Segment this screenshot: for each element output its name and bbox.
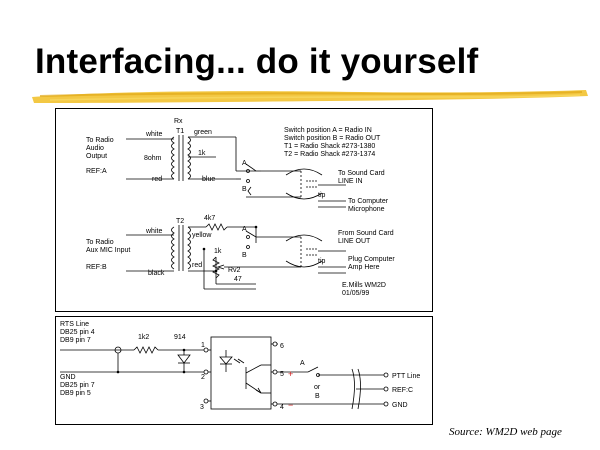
minus-sign: − (288, 400, 293, 410)
wire-red-1: red (152, 176, 162, 183)
plug-speaker-label: Plug Computer Amp Here (348, 256, 397, 271)
gnd-label: GND DB25 pin 7 DB9 pin 5 (60, 374, 97, 397)
author-label: E.Mills WM2D 01/05/99 (342, 282, 388, 297)
pin-2-label: 2 (201, 374, 205, 381)
rv2-label: Rv2 (228, 267, 241, 274)
switch-a-label: A (300, 360, 305, 367)
wire-white-2: white (145, 228, 162, 235)
k-1-label: 1k (198, 150, 206, 157)
gnd-out-label: GND (392, 402, 408, 409)
source-caption: Source: WM2D web page (449, 426, 562, 438)
k-2-label: 1k (214, 248, 222, 255)
wire-white-1: white (145, 131, 162, 138)
switch-or-label: or (314, 384, 321, 391)
wire-red-2: red (192, 262, 202, 269)
t2-label: T2 (176, 218, 184, 225)
ptt-schematic-drawing: RTS Line DB25 pin 4 DB9 pin 7 GND DB25 p… (60, 321, 420, 411)
tip-label-2: tip (318, 258, 326, 265)
title-underline-brushstroke (32, 90, 588, 103)
switch-b-label: B (315, 393, 320, 400)
rv2-value: 47 (234, 276, 242, 283)
ptt-line-label: PTT Line (392, 373, 420, 380)
rx-label: Rx (174, 118, 183, 125)
audio-schematic-drawing: Rx T1 T2 To Radio Audio Output REF:A To … (86, 118, 397, 297)
audio-interface-schematic: Rx T1 T2 To Radio Audio Output REF:A To … (55, 108, 433, 312)
diode-914-label: 914 (174, 334, 186, 341)
tip-label-1: tip (318, 192, 326, 199)
t1-label: T1 (176, 128, 184, 135)
pin-4-label: 4 (280, 404, 284, 411)
pin-5-label: 5 (280, 371, 284, 378)
from-sound-card-label: From Sound Card LINE OUT (338, 230, 396, 245)
plus-sign: + (288, 369, 293, 379)
ref-b-label: REF:B (86, 264, 107, 271)
ref-a-label: REF:A (86, 168, 107, 175)
to-radio-audio-label: To Radio Audio Output (86, 137, 116, 160)
res-1k2-label: 1k2 (138, 334, 149, 341)
switch-b-1: B (242, 186, 247, 193)
rts-line-label: RTS Line DB25 pin 4 DB9 pin 7 (60, 321, 97, 344)
to-radio-aux-label: To Radio Aux MIC Input (86, 239, 130, 254)
wire-green: green (194, 129, 212, 136)
ohm-8-label: 8ohm (144, 155, 162, 162)
pin-6-label: 6 (280, 343, 284, 350)
wire-yellow: yellow (192, 232, 212, 239)
switch-notes: Switch position A = Radio IN Switch posi… (284, 127, 382, 158)
switch-b-2: B (242, 252, 247, 259)
wire-blue: blue (202, 176, 215, 183)
pin-1-label: 1 (201, 342, 205, 349)
to-computer-mic-label: To Computer Microphone (348, 198, 390, 213)
to-sound-card-label: To Sound Card LINE IN (338, 170, 387, 185)
res-4k7-label: 4k7 (204, 215, 215, 222)
slide-title: Interfacing... do it yourself (35, 42, 479, 81)
ptt-interface-schematic: RTS Line DB25 pin 4 DB9 pin 7 GND DB25 p… (55, 316, 433, 425)
switch-a-1: A (242, 160, 247, 167)
switch-a-2: A (242, 226, 247, 233)
ref-c-label: REF:C (392, 387, 413, 394)
wire-black: black (148, 270, 165, 277)
pin-3-label: 3 (200, 404, 204, 411)
